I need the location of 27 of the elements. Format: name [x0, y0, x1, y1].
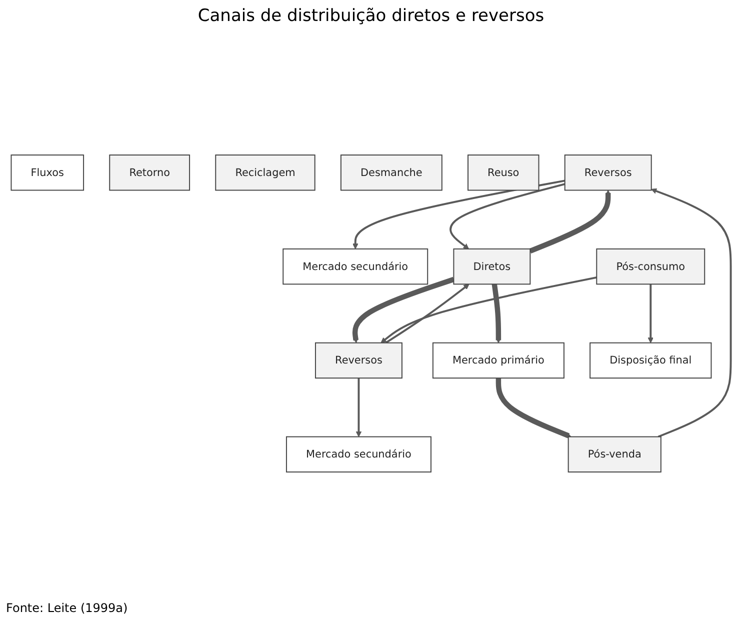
node-box: Diretos: [453, 248, 531, 285]
node-box: Fluxos: [10, 154, 84, 191]
node-box: Pós-venda: [568, 436, 662, 472]
arrow: [380, 276, 597, 344]
node-box: Mercado primário: [432, 342, 564, 379]
node-box: Reciclagem: [215, 154, 316, 191]
node-box: Reuso: [468, 154, 540, 191]
node-box: Mercado secundário: [286, 436, 432, 472]
arrow: [492, 284, 502, 344]
node-box: Reversos: [564, 154, 652, 191]
arrow: [385, 284, 470, 344]
arrow: [529, 190, 611, 254]
node-box: Reversos: [315, 342, 402, 379]
arrow: [648, 284, 654, 344]
source-caption: Fonte: Leite (1999a): [6, 601, 128, 615]
node-box: Mercado secundário: [282, 248, 428, 285]
arrow: [651, 188, 732, 438]
node-box: Desmanche: [340, 154, 442, 191]
node-box: Disposição final: [590, 342, 712, 379]
arrow: [496, 378, 572, 438]
arrow: [352, 180, 566, 250]
arrow: [450, 183, 566, 250]
diagram-title: Canais de distribuição diretos e reversos: [198, 6, 544, 26]
arrow: [352, 276, 455, 344]
node-box: Retorno: [109, 154, 190, 191]
node-box: Pós-consumo: [596, 248, 706, 285]
arrow: [356, 378, 362, 438]
